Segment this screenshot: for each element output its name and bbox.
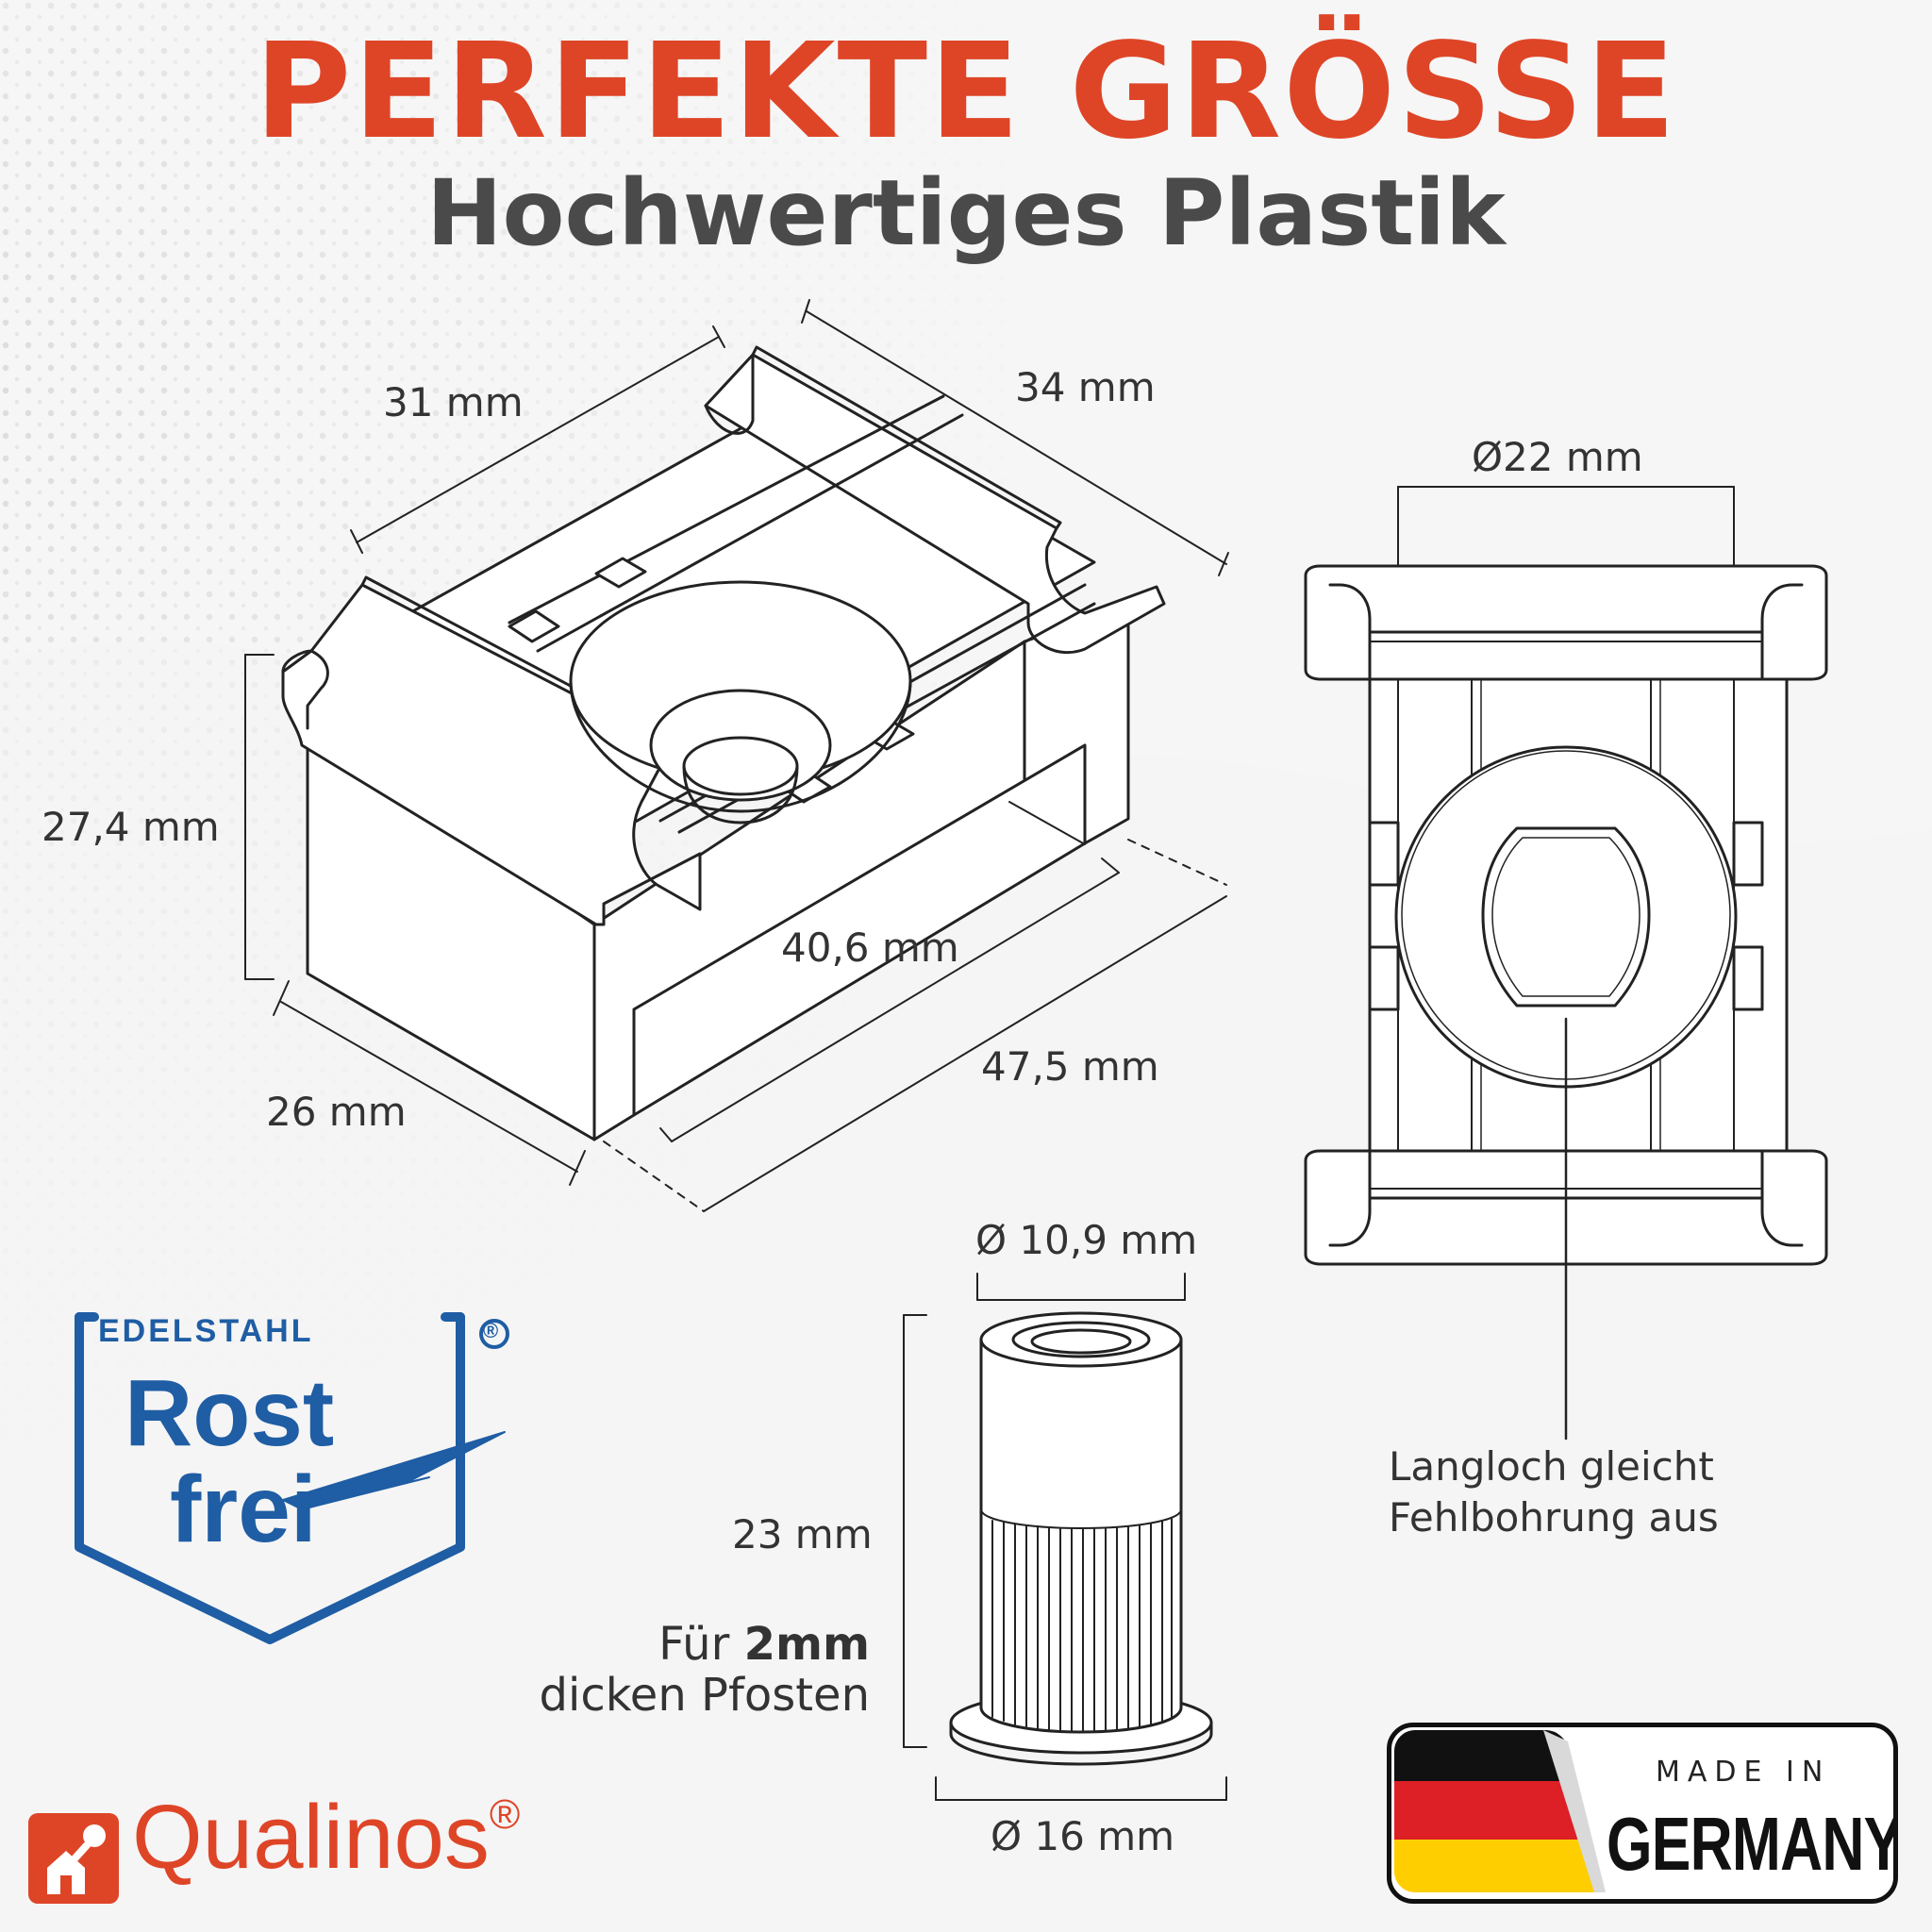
rostfrei-badge <box>75 1312 509 1644</box>
dim-cage-height: 27,4 mm <box>42 804 220 850</box>
dim-cage-width: 31 mm <box>383 379 524 425</box>
dim-outer-length: 47,5 mm <box>981 1043 1159 1090</box>
badge-edelstahl: EDELSTAHL <box>98 1313 314 1349</box>
dim-rivet-height: 23 mm <box>732 1511 873 1557</box>
qualinos-logo-icon <box>28 1813 119 1904</box>
dim-hole-diameter: Ø22 mm <box>1472 434 1643 480</box>
post-note-bold: 2mm <box>743 1618 870 1671</box>
slot-note-line1: Langloch gleicht <box>1389 1443 1714 1490</box>
badge-rost: Rost <box>125 1360 335 1466</box>
badge-frei: frei <box>170 1457 317 1562</box>
cage-nut-top-view <box>1304 486 1828 1441</box>
post-note-line1: Für 2mm <box>453 1619 870 1670</box>
post-note-line2: dicken Pfosten <box>539 1669 870 1722</box>
slot-note-line2: Fehlbohrung aus <box>1389 1494 1719 1541</box>
dim-depth: 26 mm <box>266 1089 407 1135</box>
post-note-prefix: Für <box>658 1618 744 1671</box>
made-in-germany-badge: MADE IN GERMANY <box>1387 1723 1898 1904</box>
post-note: Für 2mm dicken Pfosten <box>453 1619 870 1721</box>
country-label: GERMANY <box>1607 1802 1898 1886</box>
page-title: PERFEKTE GRÖSSE <box>254 15 1678 169</box>
cage-nut-isometric <box>244 299 1229 1212</box>
knurling-lines <box>991 1518 1173 1732</box>
dim-inner-length: 40,6 mm <box>781 924 959 971</box>
page-subtitle: Hochwertiges Plastik <box>426 160 1506 266</box>
dim-rivet-inner-diameter: Ø 10,9 mm <box>975 1217 1198 1263</box>
dim-cage-length: 34 mm <box>1015 364 1156 410</box>
rivet-nut <box>903 1273 1227 1801</box>
dim-rivet-flange-diameter: Ø 16 mm <box>991 1813 1175 1859</box>
slot-note: Langloch gleicht Fehlbohrung aus <box>1389 1441 1719 1543</box>
brand-name: Qualinos® <box>132 1792 520 1883</box>
made-in-label: MADE IN <box>1656 1756 1831 1789</box>
brand-name-text: Qualinos <box>132 1787 490 1888</box>
badge-registered: ® <box>483 1319 499 1342</box>
brand-registered-mark: ® <box>489 1791 521 1838</box>
